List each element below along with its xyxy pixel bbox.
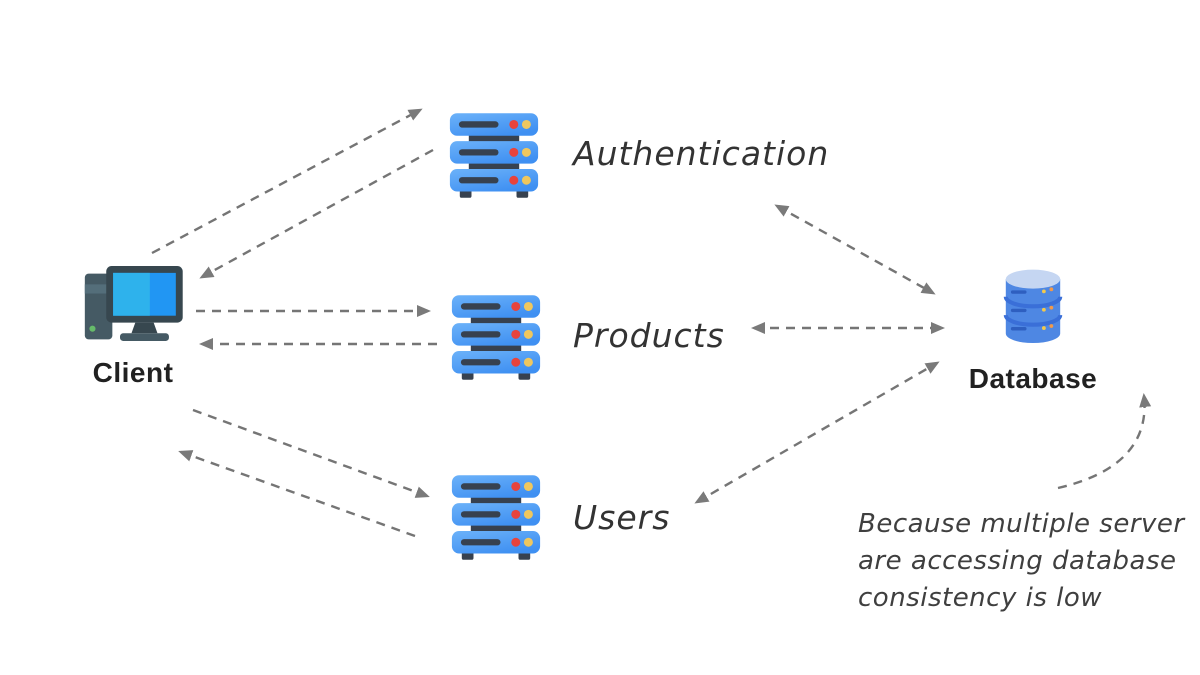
annotation-line: consistency is low: [858, 583, 1103, 613]
database-cylinder-icon: [999, 269, 1067, 354]
arrow-users-to-client: [178, 450, 416, 538]
authentication-label: Authentication: [573, 134, 830, 173]
arrow-users-database: [694, 361, 940, 504]
annotation-line: are accessing database: [858, 546, 1177, 576]
products-label: Products: [573, 316, 725, 355]
arrow-authentication-database: [774, 204, 936, 295]
annotation-note: Because multiple server are accessing da…: [858, 506, 1185, 617]
server-rack-icon-authentication: [449, 113, 539, 203]
arrow-authentication-to-client: [199, 148, 434, 279]
annotation-line: Because multiple server: [858, 509, 1185, 539]
curved-arrow-annotation-to-database: [1057, 393, 1152, 490]
node-database: Database: [958, 264, 1108, 395]
desktop-computer-icon: [83, 266, 183, 348]
node-client: Client: [58, 266, 208, 389]
database-label: Database: [968, 363, 1098, 394]
users-label: Users: [573, 498, 671, 537]
arrow-client-to-authentication: [151, 108, 423, 255]
arrow-client-to-users: [192, 408, 430, 498]
server-rack-icon-users: [451, 475, 541, 565]
server-rack-icon-products: [451, 295, 541, 385]
client-label: Client: [92, 357, 174, 388]
